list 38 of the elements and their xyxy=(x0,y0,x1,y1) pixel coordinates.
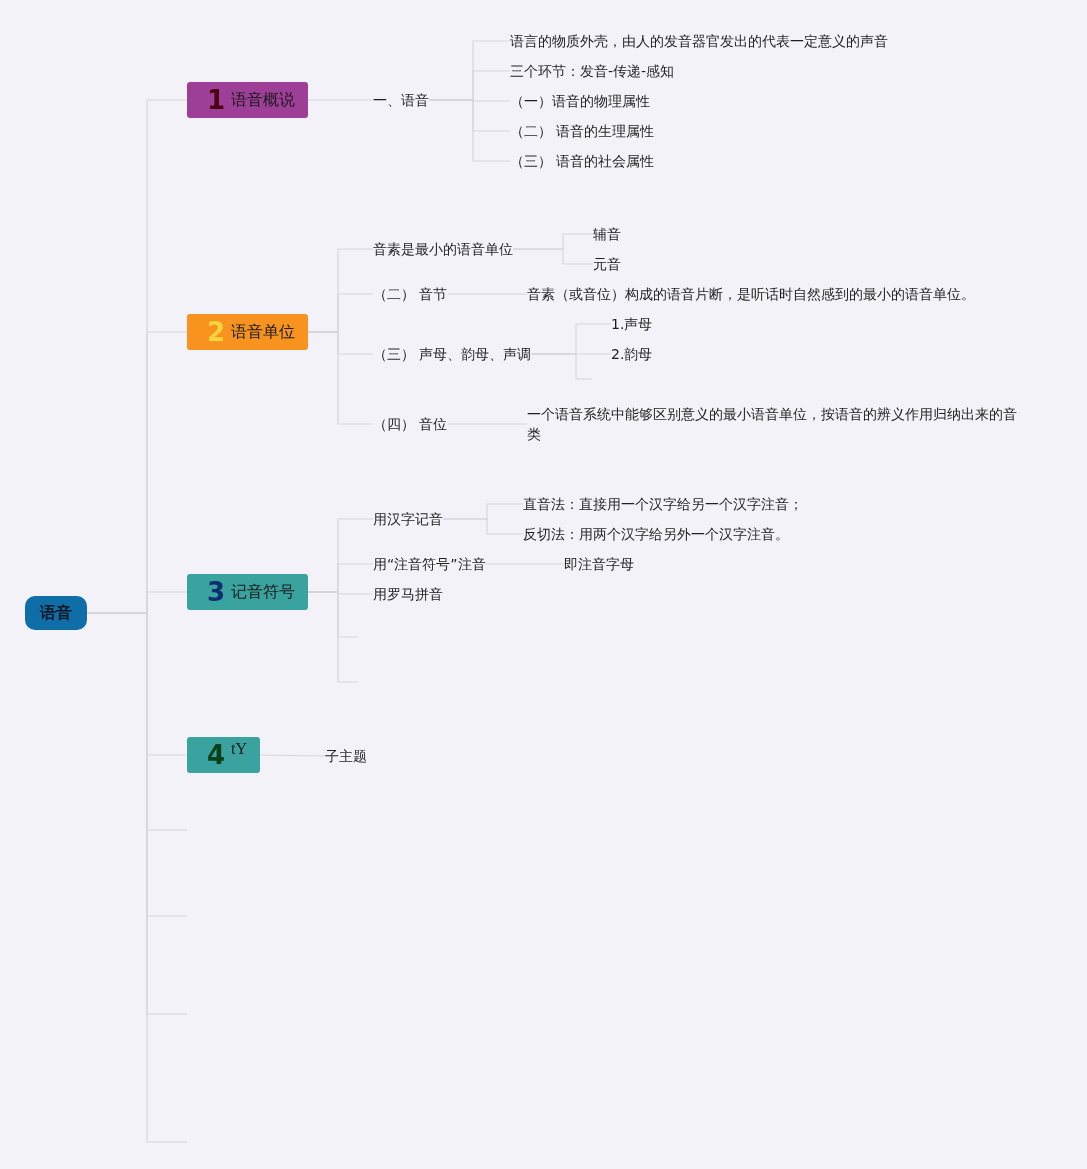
topic-text: （二） 语音的生理属性 xyxy=(510,121,655,141)
topic-label: 语音单位 xyxy=(231,321,296,343)
topic-text: 元音 xyxy=(593,254,621,274)
connector-line xyxy=(442,518,524,535)
topic-text: 一个语音系统中能够区别意义的最小语音单位，按语音的辨义作用归纳出来的音类 xyxy=(527,404,1027,444)
topic-text: 用汉字记音 xyxy=(373,509,443,529)
topic-text: 语言的物质外壳，由人的发音器官发出的代表一定意义的声音 xyxy=(510,31,888,51)
topic-text: 子主题 xyxy=(325,746,367,766)
topic-text: 用“注音符号”注音 xyxy=(373,554,486,574)
main-topic-box xyxy=(187,314,308,350)
topic-number: 4 xyxy=(207,740,226,770)
topic-text: （三） 声母、韵母、声调 xyxy=(373,344,532,364)
topic-number: 2 xyxy=(207,317,226,347)
topic-text: 辅音 xyxy=(593,224,621,244)
topic-text: 直音法：直接用一个汉字给另一个汉字注音； xyxy=(523,494,803,514)
topic-number: 1 xyxy=(207,85,226,115)
main-topic-box xyxy=(187,737,260,773)
topic-text: 2.韵母 xyxy=(611,344,653,364)
topic-text: 反切法：用两个汉字给另外一个汉字注音。 xyxy=(523,524,789,544)
topic-text: 三个环节：发音-传递-感知 xyxy=(510,61,675,81)
topic-text: 一、语音 xyxy=(373,90,429,110)
topic-text: （二） 音节 xyxy=(373,284,448,304)
main-topic-box xyxy=(187,82,308,118)
topic-text: （四） 音位 xyxy=(373,414,448,434)
topic-label: 语音概说 xyxy=(231,89,296,111)
topic-number: 3 xyxy=(207,577,226,607)
main-topic-box xyxy=(187,574,308,610)
topic-text: 用罗马拼音 xyxy=(373,584,443,604)
connector-line xyxy=(512,248,594,265)
topic-text: 音素（或音位）构成的语音片断，是听话时自然感到的最小的语音单位。 xyxy=(527,284,975,304)
topic-text: （三） 语音的社会属性 xyxy=(510,151,655,171)
topic-text: 即注音字母 xyxy=(564,554,634,574)
topic-text: （一）语音的物理属性 xyxy=(510,91,650,111)
central-topic: 语音 xyxy=(25,596,87,630)
topic-label: 记音符号 xyxy=(231,581,296,603)
topic-text: 音素是最小的语音单位 xyxy=(373,239,513,259)
topic-label: tY xyxy=(231,740,248,758)
topic-text: 1.声母 xyxy=(611,314,653,334)
